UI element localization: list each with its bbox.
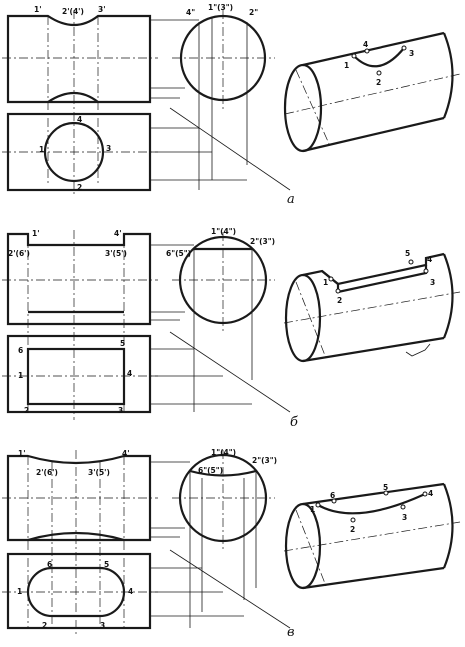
label-2-6-front: 2'(6') xyxy=(8,249,30,258)
label-1-4-profile: 1"(4") xyxy=(211,227,236,236)
iso-label-2: 2 xyxy=(350,525,355,534)
label-4-top: 4 xyxy=(77,115,82,124)
label-2-4-front: 2'(4') xyxy=(62,7,84,16)
iso-label-2: 2 xyxy=(376,78,381,87)
panel-a-top-view xyxy=(2,112,247,192)
panel-a: 1' 2'(4') 3' 4" 1"(3") 2" 4 1 3 2 4 1 3 … xyxy=(2,3,461,207)
label-6-5-profile: 6"(5") xyxy=(166,249,191,258)
label-2-3-profile: 2"(3") xyxy=(250,237,275,246)
iso-label-5: 5 xyxy=(383,483,388,492)
caption-c: в xyxy=(287,625,295,640)
iso-label-3: 3 xyxy=(402,513,407,522)
iso-label-5: 5 xyxy=(405,249,410,258)
label-5-top: 5 xyxy=(120,339,125,348)
iso-label-1: 1 xyxy=(344,61,349,70)
panel-a-isometric: 4 1 3 2 xyxy=(283,31,461,153)
label-1-3-profile: 1"(3") xyxy=(208,3,233,12)
label-2-profile: 2" xyxy=(249,8,258,17)
label-2-3-profile: 2"(3") xyxy=(252,456,277,465)
label-6-top: 6 xyxy=(18,346,23,355)
label-1-top: 1 xyxy=(18,371,23,380)
label-1-front: 1' xyxy=(18,449,26,458)
iso-label-3: 3 xyxy=(430,278,435,287)
label-3-top: 3 xyxy=(118,406,123,415)
label-3-5-front: 3'(5') xyxy=(88,468,110,477)
label-4-top: 4 xyxy=(128,587,133,596)
panel-c-isometric: 1 6 5 4 2 3 xyxy=(283,482,461,590)
iso-label-1: 1 xyxy=(310,505,315,514)
iso-label-3: 3 xyxy=(409,49,414,58)
panel-b-profile-view xyxy=(150,232,291,413)
panel-b: 1' 2'(6') 4' 3'(5') 6"(5") 1"(4") 2"(3")… xyxy=(2,227,461,430)
label-6-top: 6 xyxy=(47,560,52,569)
label-1-front: 1' xyxy=(32,229,40,238)
caption-a: а xyxy=(287,192,295,207)
label-1-top: 1 xyxy=(39,145,44,154)
iso-label-2: 2 xyxy=(337,296,342,305)
iso-label-6: 6 xyxy=(330,491,335,500)
caption-b: б xyxy=(290,415,298,430)
panel-c: 1' 4' 2'(6') 3'(5') 1"(4") 2"(3") 6"(5")… xyxy=(2,448,461,640)
label-5-top: 5 xyxy=(104,560,109,569)
panel-b-front-view xyxy=(2,230,158,420)
label-6-5-profile: 6"(5") xyxy=(198,466,223,475)
label-2-top: 2 xyxy=(42,621,47,630)
label-4-front: 4' xyxy=(114,229,122,238)
label-3-5-front: 3'(5') xyxy=(105,249,127,258)
label-2-top: 2 xyxy=(77,183,82,192)
panel-a-front-view xyxy=(2,10,158,195)
label-4-top: 4 xyxy=(127,369,132,378)
iso-label-4: 4 xyxy=(427,255,432,264)
label-3-top: 3 xyxy=(100,621,105,630)
label-1-top: 1 xyxy=(17,587,22,596)
iso-label-4: 4 xyxy=(363,40,368,49)
panel-c-profile-view xyxy=(150,450,291,629)
iso-label-4: 4 xyxy=(428,489,433,498)
label-3-front: 3' xyxy=(98,5,106,14)
panel-c-top-view xyxy=(2,552,244,630)
panel-c-front-view xyxy=(2,450,158,635)
label-3-top: 3 xyxy=(106,144,111,153)
iso-label-1: 1 xyxy=(323,278,328,287)
label-2-top: 2 xyxy=(24,406,29,415)
label-1-4-profile: 1"(4") xyxy=(211,448,236,457)
label-4-front: 4' xyxy=(122,449,130,458)
panel-b-isometric: 5 4 1 3 2 xyxy=(283,249,461,363)
label-2-6-front: 2'(6') xyxy=(36,468,58,477)
label-4-profile: 4" xyxy=(186,8,195,17)
panel-b-top-view xyxy=(2,334,252,414)
panel-a-profile-view xyxy=(150,10,291,191)
label-1-front: 1' xyxy=(34,5,42,14)
